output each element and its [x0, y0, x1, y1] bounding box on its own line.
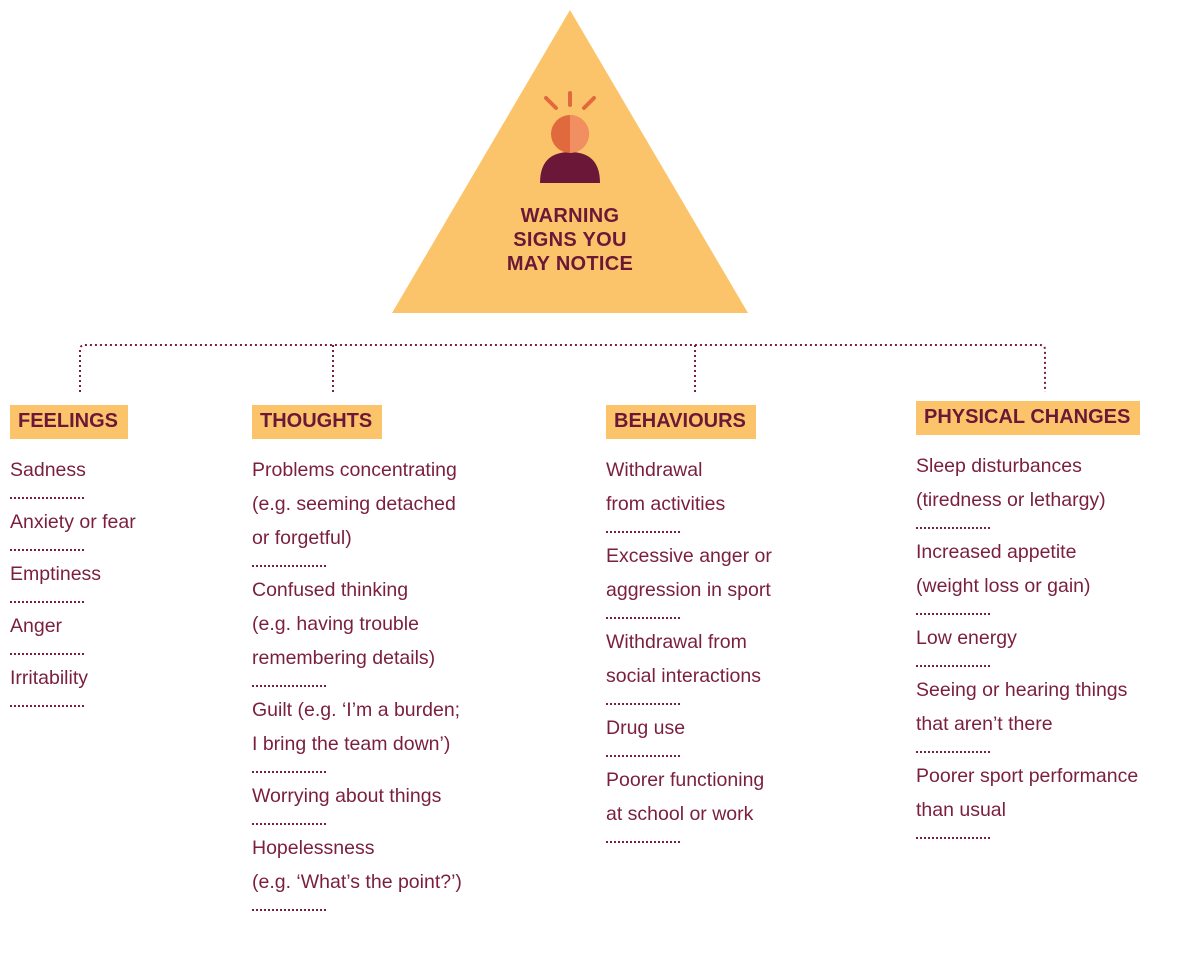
- dotted-separator: [916, 603, 1140, 617]
- dotted-separator: [252, 813, 462, 827]
- dotted-separator: [606, 693, 772, 707]
- list-item: Worrying about things: [252, 779, 462, 813]
- title-line-2: SIGNS YOU: [513, 229, 627, 251]
- list-item: Poorer sport performance than usual: [916, 759, 1140, 827]
- dotted-separator: [606, 831, 772, 845]
- list-item: Excessive anger or aggression in sport: [606, 539, 772, 607]
- list-item-line: Sadness: [10, 459, 86, 481]
- list-item: Drug use: [606, 711, 772, 745]
- list-item: Poorer functioning at school or work: [606, 763, 772, 831]
- list-item-line: Anxiety or fear: [10, 511, 136, 533]
- list-item-line: (e.g. ‘What’s the point?’): [252, 871, 462, 893]
- triangle-title: WARNING SIGNS YOU MAY NOTICE: [470, 204, 670, 276]
- list-item: Emptiness: [10, 557, 136, 591]
- list-item-line: aggression in sport: [606, 579, 771, 601]
- list-item-line: Sleep disturbances: [916, 455, 1082, 477]
- list-item-line: Withdrawal: [606, 459, 703, 481]
- list-item: Guilt (e.g. ‘I’m a burden; I bring the te…: [252, 693, 462, 761]
- items-physical-changes: Sleep disturbances (tiredness or lethargy…: [916, 449, 1140, 841]
- list-item-line: social interactions: [606, 665, 761, 687]
- dotted-separator: [916, 827, 1140, 841]
- list-item-line: Drug use: [606, 717, 686, 739]
- dotted-separator: [10, 643, 136, 657]
- header-feelings: FEELINGS: [10, 405, 129, 439]
- list-item-line: that aren’t there: [916, 713, 1053, 735]
- dotted-separator: [252, 675, 462, 689]
- header-thoughts: THOUGHTS: [252, 405, 383, 439]
- header-behaviours: BEHAVIOURS: [606, 405, 756, 439]
- dotted-separator: [916, 517, 1140, 531]
- alert-ray-left: [544, 96, 558, 110]
- dotted-separator: [606, 607, 772, 621]
- list-item-line: (tiredness or lethargy): [916, 489, 1106, 511]
- list-item-line: Low energy: [916, 627, 1017, 649]
- dotted-separator: [252, 899, 462, 913]
- list-item-line: Poorer sport performance: [916, 765, 1139, 787]
- connector-top: [79, 344, 1046, 392]
- list-item: Withdrawal from activities: [606, 453, 772, 521]
- list-item: Problems concentrating (e.g. seeming deta…: [252, 453, 462, 555]
- list-item-line: I bring the team down’): [252, 733, 451, 755]
- dotted-separator: [10, 591, 136, 605]
- list-item: Sleep disturbances (tiredness or lethargy…: [916, 449, 1140, 517]
- dotted-separator: [10, 539, 136, 553]
- dotted-separator: [252, 761, 462, 775]
- list-item-line: (e.g. having trouble: [252, 613, 419, 635]
- list-item-line: or forgetful): [252, 527, 352, 549]
- list-item: Withdrawal from social interactions: [606, 625, 772, 693]
- list-item-line: Increased appetite: [916, 541, 1077, 563]
- list-item: Sadness: [10, 453, 136, 487]
- list-item: Low energy: [916, 621, 1140, 655]
- list-item: Anger: [10, 609, 136, 643]
- list-item-line: Anger: [10, 615, 63, 637]
- list-item-line: (e.g. seeming detached: [252, 493, 456, 515]
- list-item-line: remembering details): [252, 647, 436, 669]
- dotted-separator: [252, 555, 462, 569]
- list-item-line: Poorer functioning: [606, 769, 765, 791]
- list-item: Increased appetite (weight loss or gain): [916, 535, 1140, 603]
- list-item-line: Hopelessness: [252, 837, 375, 859]
- list-item-line: Withdrawal from: [606, 631, 747, 653]
- dotted-separator: [606, 745, 772, 759]
- title-line-3: MAY NOTICE: [506, 253, 634, 275]
- items-thoughts: Problems concentrating (e.g. seeming deta…: [252, 453, 462, 913]
- list-item-line: Confused thinking: [252, 579, 409, 601]
- column-physical-changes: PHYSICAL CHANGES Sleep disturbances (tire…: [916, 401, 1141, 845]
- list-item-line: Excessive anger or: [606, 545, 772, 567]
- list-item-line: Seeing or hearing things: [916, 679, 1128, 701]
- list-item-line: (weight loss or gain): [916, 575, 1091, 597]
- list-item: Confused thinking (e.g. having trouble rem…: [252, 573, 462, 675]
- list-item: Hopelessness (e.g. ‘What’s the point?’): [252, 831, 462, 899]
- list-item-line: Problems concentrating: [252, 459, 457, 481]
- list-item-line: from activities: [606, 493, 726, 515]
- list-item: Seeing or hearing things that aren’t ther…: [916, 673, 1140, 741]
- list-item: Anxiety or fear: [10, 505, 136, 539]
- list-item-line: than usual: [916, 799, 1006, 821]
- dotted-separator: [10, 487, 136, 501]
- list-item-line: Irritability: [10, 667, 89, 689]
- person-body: [540, 152, 600, 183]
- dotted-separator: [10, 695, 136, 709]
- person-alert-icon: [540, 91, 600, 183]
- list-item: Irritability: [10, 661, 136, 695]
- list-item-line: Guilt (e.g. ‘I’m a burden;: [252, 699, 461, 721]
- dotted-separator: [916, 655, 1140, 669]
- dotted-separator: [606, 521, 772, 535]
- list-item-line: Emptiness: [10, 563, 102, 585]
- list-item-line: at school or work: [606, 803, 754, 825]
- column-thoughts: THOUGHTS Problems concentrating (e.g. see…: [252, 405, 462, 917]
- header-physical-changes: PHYSICAL CHANGES: [916, 401, 1141, 435]
- person-head-right: [570, 115, 589, 153]
- title-line-1: WARNING: [520, 205, 620, 227]
- alert-ray-right: [582, 96, 596, 110]
- list-item-line: Worrying about things: [252, 785, 442, 807]
- dotted-separator: [916, 741, 1140, 755]
